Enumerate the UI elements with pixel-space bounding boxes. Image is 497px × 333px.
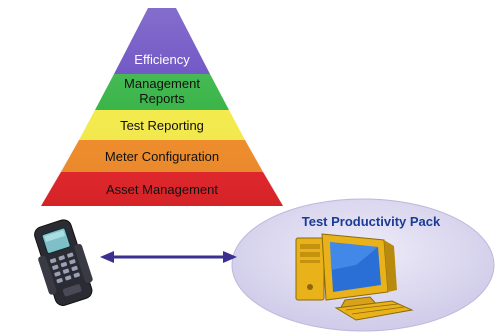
tier-label-reports: Reports — [139, 91, 185, 106]
tier-label-efficiency: Efficiency — [134, 52, 190, 67]
handheld-device-icon — [34, 219, 93, 306]
connector-arrow — [100, 251, 237, 263]
tier-label-meter-configuration: Meter Configuration — [105, 149, 219, 164]
computer-icon — [295, 233, 414, 321]
tier-label-asset-management: Asset Management — [106, 182, 218, 197]
productivity-pack: Test Productivity Pack — [231, 198, 495, 332]
pyramid-shading — [41, 8, 283, 206]
pyramid: Efficiency Management Reports Test Repor… — [41, 8, 283, 206]
tier-label-test-reporting: Test Reporting — [120, 118, 204, 133]
tier-label-management: Management — [124, 76, 200, 91]
pack-title: Test Productivity Pack — [302, 214, 441, 229]
